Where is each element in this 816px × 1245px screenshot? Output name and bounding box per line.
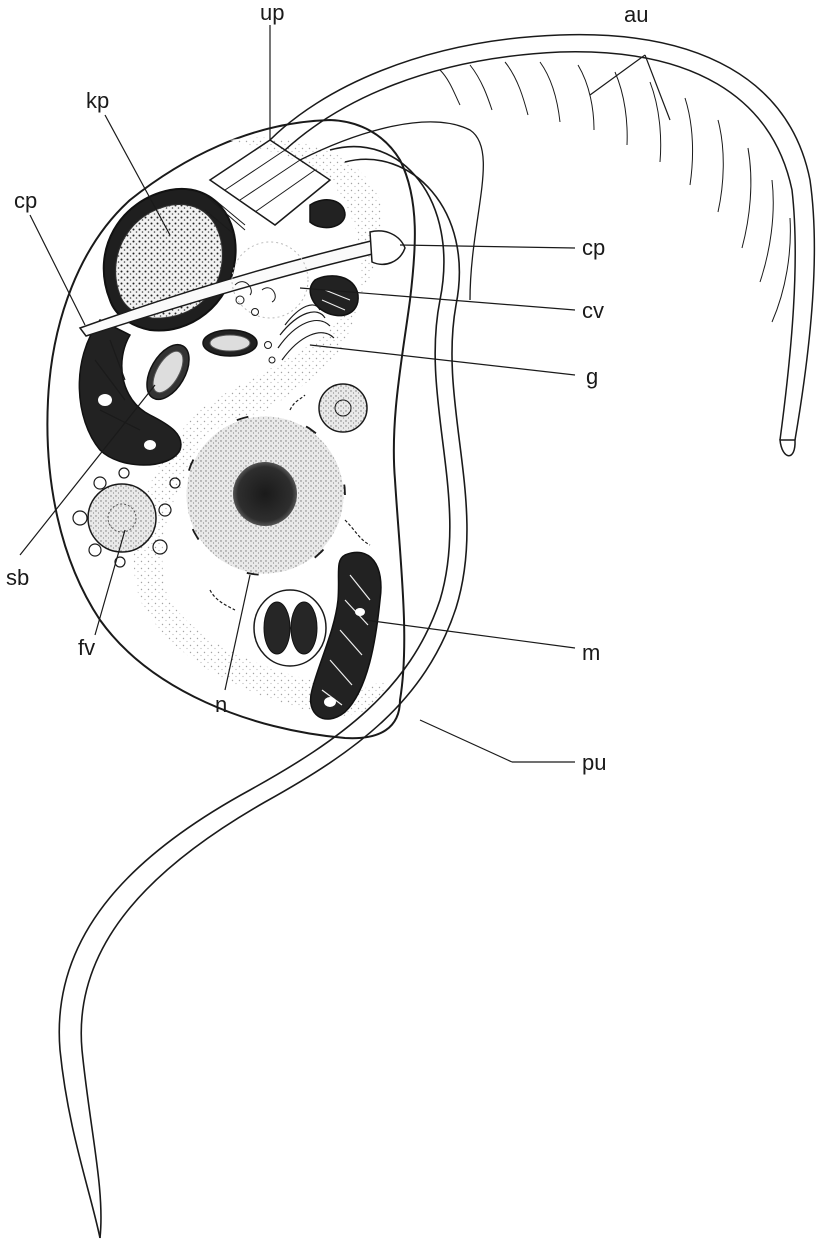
undulating-membrane-fibers — [440, 62, 790, 322]
label-n: n — [215, 692, 227, 717]
label-fv: fv — [78, 635, 95, 660]
label-sb: sb — [6, 565, 29, 590]
label-cp-left: cp — [14, 188, 37, 213]
nucleolus — [233, 462, 297, 526]
label-g: g — [586, 364, 598, 389]
paired-bodies — [254, 590, 326, 666]
label-au: au — [624, 2, 648, 27]
label-m: m — [582, 640, 600, 665]
label-cp-right: cp — [582, 235, 605, 260]
label-pu: pu — [582, 750, 606, 775]
label-kp: kp — [86, 88, 109, 113]
label-up: up — [260, 0, 284, 25]
label-cv: cv — [582, 298, 604, 323]
